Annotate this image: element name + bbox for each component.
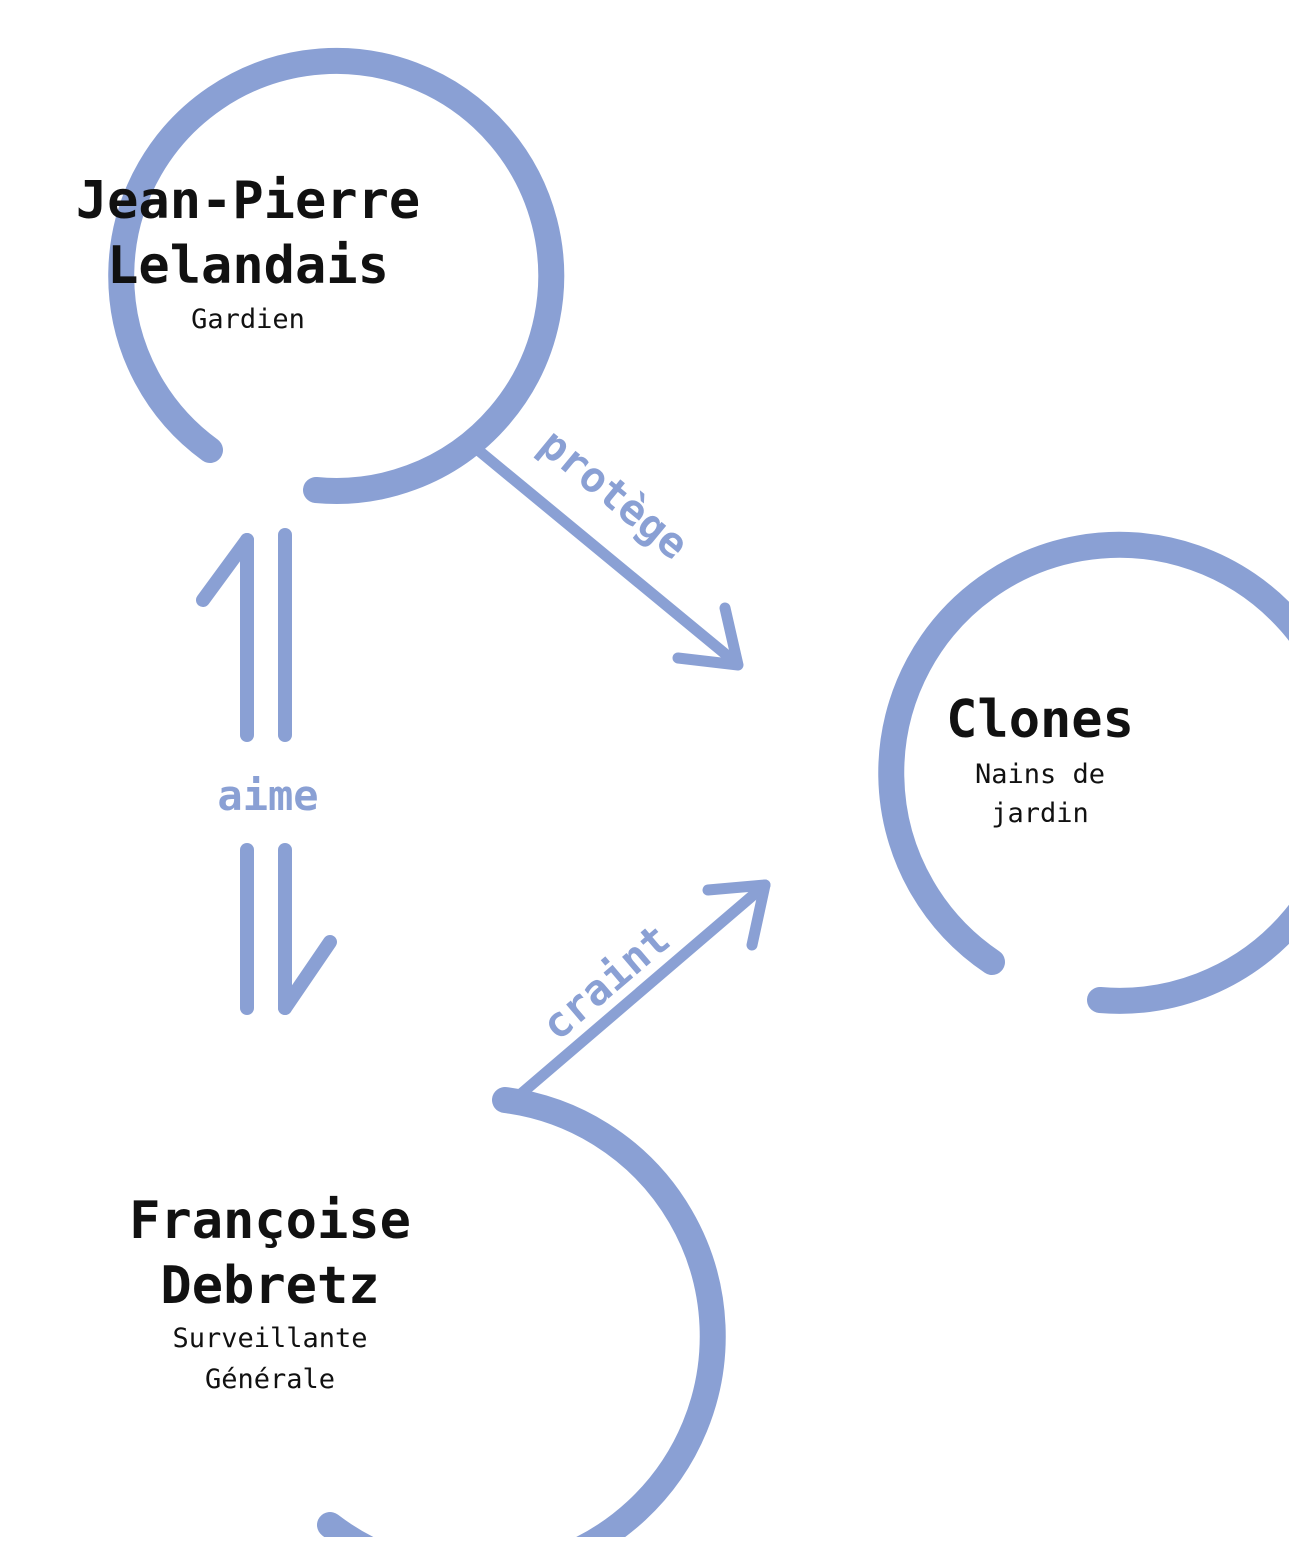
- edge-aime-label: aime: [217, 771, 318, 820]
- node-role-line1: Gardien: [191, 304, 305, 335]
- node-role-line1: Surveillante: [172, 1323, 367, 1354]
- node-clones: Clones Nains de jardin: [878, 531, 1289, 1014]
- node-role-line1: Nains de: [975, 759, 1105, 790]
- edge-protege: protège: [472, 419, 744, 671]
- edge-aime-down-barb: [278, 935, 337, 1015]
- node-ring-francoise: [317, 1087, 726, 1542]
- edge-aime: aime: [196, 528, 337, 1015]
- edge-craint: craint: [502, 879, 771, 1111]
- node-ring-jean-pierre: [108, 48, 565, 504]
- node-name-line1: Françoise: [129, 1191, 411, 1251]
- edge-protege-arrowhead: [672, 602, 744, 671]
- edge-protege-shaft: [472, 444, 741, 668]
- node-role-line2: jardin: [991, 798, 1089, 829]
- node-francoise: Françoise Debretz Surveillante Générale: [129, 1087, 726, 1542]
- node-name-line1: Jean-Pierre: [76, 171, 420, 231]
- node-role-line2: Générale: [205, 1364, 335, 1395]
- node-name-line2: Lelandais: [107, 236, 389, 296]
- edge-aime-up-barb: [196, 533, 254, 607]
- node-name-line1: Clones: [946, 690, 1134, 750]
- node-jean-pierre: Jean-Pierre Lelandais Gardien: [76, 48, 565, 504]
- edge-protege-label: protège: [530, 419, 698, 569]
- node-name-line2: Debretz: [160, 1256, 379, 1316]
- node-ring-clones: [878, 531, 1289, 1014]
- edge-craint-shaft: [502, 879, 771, 1111]
- edge-craint-arrowhead: [702, 879, 771, 951]
